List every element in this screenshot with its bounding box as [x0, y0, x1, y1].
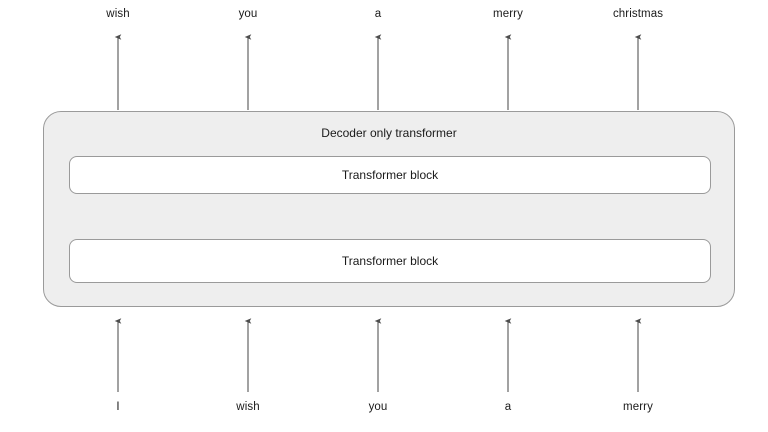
transformer-block-upper: Transformer block	[69, 156, 711, 194]
input-token-3: a	[504, 401, 512, 413]
output-token-1: you	[238, 8, 258, 20]
output-token-0: wish	[106, 8, 130, 20]
input-token-1: wish	[236, 401, 260, 413]
transformer-block-upper-label: Transformer block	[341, 168, 439, 182]
input-token-2: you	[368, 401, 388, 413]
output-token-2: a	[374, 8, 382, 20]
input-token-0: I	[116, 401, 120, 413]
input-token-4: merry	[623, 401, 653, 413]
transformer-block-lower: Transformer block	[69, 239, 711, 283]
transformer-block-lower-label: Transformer block	[341, 254, 439, 268]
decoder-only-transformer-container: Decoder only transformer Transformer blo…	[43, 111, 735, 307]
container-title: Decoder only transformer	[321, 126, 457, 140]
output-token-3: merry	[493, 8, 523, 20]
output-token-4: christmas	[612, 8, 664, 20]
